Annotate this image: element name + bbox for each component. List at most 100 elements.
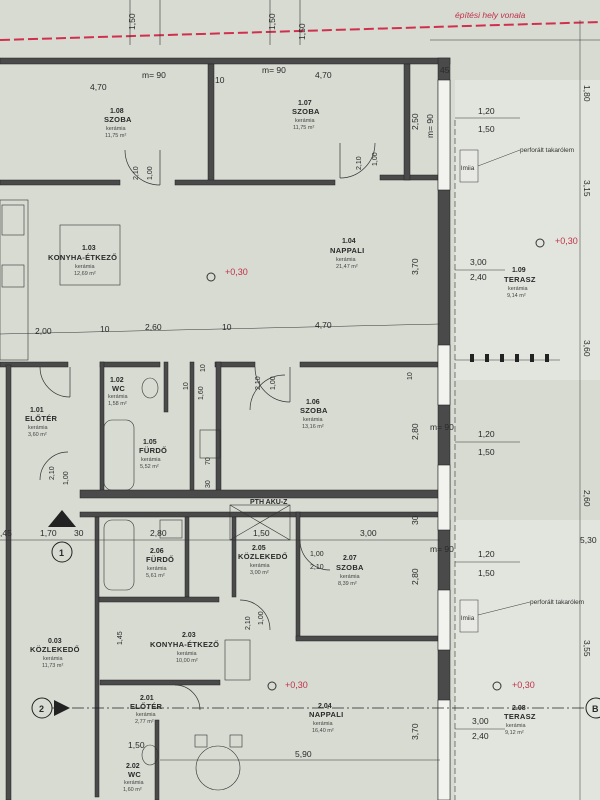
svg-text:kerámia: kerámia — [177, 651, 198, 657]
svg-text:SZOBA: SZOBA — [336, 563, 364, 572]
svg-text:2,10: 2,10 — [255, 376, 262, 390]
svg-text:1.07: 1.07 — [298, 100, 312, 107]
svg-text:10: 10 — [100, 324, 110, 334]
svg-text:1.04: 1.04 — [342, 238, 356, 245]
svg-text:5,52 m²: 5,52 m² — [140, 464, 159, 470]
svg-text:3,00: 3,00 — [360, 528, 377, 538]
svg-text:ELŐTÉR: ELŐTÉR — [130, 702, 163, 711]
svg-text:30: 30 — [205, 480, 212, 488]
svg-text:2,50: 2,50 — [410, 113, 420, 130]
roller-box-1: lmiia — [459, 149, 479, 183]
svg-text:2.07: 2.07 — [343, 555, 357, 562]
railing-posts — [470, 354, 549, 362]
svg-text:10: 10 — [407, 372, 414, 380]
svg-text:kerámia: kerámia — [336, 257, 357, 263]
svg-text:1,50: 1,50 — [478, 447, 495, 457]
perforalt-leader-2 — [477, 601, 531, 616]
svg-text:WC: WC — [112, 384, 125, 393]
svg-text:2.01: 2.01 — [140, 695, 154, 702]
svg-text:2,60: 2,60 — [145, 322, 162, 332]
svg-text:+0,30: +0,30 — [285, 680, 308, 690]
svg-text:13,16 m²: 13,16 m² — [302, 424, 324, 430]
svg-text:3,00: 3,00 — [470, 257, 487, 267]
svg-text:NAPPALI: NAPPALI — [330, 246, 364, 255]
svg-text:10: 10 — [222, 322, 232, 332]
svg-text:1,50: 1,50 — [478, 124, 495, 134]
svg-text:1.08: 1.08 — [110, 108, 124, 115]
svg-text:3,70: 3,70 — [410, 723, 420, 740]
svg-text:30: 30 — [74, 528, 84, 538]
svg-text:kerámia: kerámia — [108, 394, 129, 400]
svg-text:kerámia: kerámia — [250, 563, 271, 569]
svg-text:kerámia: kerámia — [147, 566, 168, 572]
svg-text:1,50: 1,50 — [128, 740, 145, 750]
svg-text:10,00 m²: 10,00 m² — [176, 658, 198, 664]
svg-text:1,00: 1,00 — [63, 471, 70, 485]
svg-text:2.08: 2.08 — [512, 705, 526, 712]
svg-text:2,80: 2,80 — [150, 528, 167, 538]
svg-text:2,80: 2,80 — [410, 423, 420, 440]
svg-text:45: 45 — [440, 65, 450, 75]
svg-text:2,40: 2,40 — [472, 731, 489, 741]
svg-text:WC: WC — [128, 770, 141, 779]
axis-marker-b: B — [585, 697, 600, 719]
svg-text:kerámia: kerámia — [28, 425, 49, 431]
svg-text:1,45: 1,45 — [117, 631, 124, 645]
svg-text:70: 70 — [205, 457, 212, 465]
terrace-zone-upper — [455, 80, 600, 380]
beam-label: PTH AKU-Z — [250, 499, 288, 506]
svg-text:,45: ,45 — [0, 528, 12, 538]
svg-text:1,50: 1,50 — [267, 13, 277, 30]
svg-text:0.03: 0.03 — [48, 638, 62, 645]
svg-text:21,47 m²: 21,47 m² — [336, 264, 358, 270]
svg-text:1,00: 1,00 — [372, 152, 379, 166]
svg-text:NAPPALI: NAPPALI — [309, 710, 343, 719]
svg-text:1,60: 1,60 — [198, 386, 205, 400]
svg-text:kerámia: kerámia — [141, 457, 162, 463]
svg-text:2.04: 2.04 — [318, 703, 332, 710]
svg-text:1.09: 1.09 — [512, 267, 526, 274]
svg-text:2,80: 2,80 — [410, 568, 420, 585]
svg-text:1,20: 1,20 — [478, 429, 495, 439]
windows — [437, 79, 451, 800]
svg-text:lmiia: lmiia — [461, 615, 475, 622]
svg-text:kerámia: kerámia — [106, 126, 127, 132]
svg-text:4,70: 4,70 — [315, 320, 332, 330]
svg-text:4,70: 4,70 — [90, 82, 107, 92]
svg-text:kerámia: kerámia — [313, 721, 334, 727]
roller-box-2: lmiia — [459, 599, 479, 633]
svg-text:1.03: 1.03 — [82, 245, 96, 252]
svg-text:1,70: 1,70 — [40, 528, 57, 538]
svg-text:1,50: 1,50 — [478, 568, 495, 578]
svg-text:2,10: 2,10 — [133, 166, 140, 180]
svg-text:2,10: 2,10 — [310, 564, 324, 571]
level-marker: +0,30 — [267, 680, 308, 691]
svg-text:TERASZ: TERASZ — [504, 275, 536, 284]
dimension-labels: 1,50 1,50 1,50 4,70 m= 90 10 m= 90 4,70 … — [0, 13, 597, 800]
svg-text:KÖZLEKEDŐ: KÖZLEKEDŐ — [30, 645, 80, 654]
svg-text:3,60 m²: 3,60 m² — [28, 432, 47, 438]
svg-text:2,60: 2,60 — [582, 490, 592, 507]
svg-text:2,10: 2,10 — [245, 616, 252, 630]
svg-text:3,70: 3,70 — [410, 258, 420, 275]
svg-text:2,77 m²: 2,77 m² — [135, 719, 154, 725]
svg-text:1.05: 1.05 — [143, 439, 157, 446]
svg-text:11,75 m²: 11,75 m² — [105, 133, 126, 139]
perforalt-note-2: perforált takarólem — [530, 599, 584, 606]
svg-text:kerámia: kerámia — [340, 574, 361, 580]
svg-text:kerámia: kerámia — [75, 264, 96, 270]
